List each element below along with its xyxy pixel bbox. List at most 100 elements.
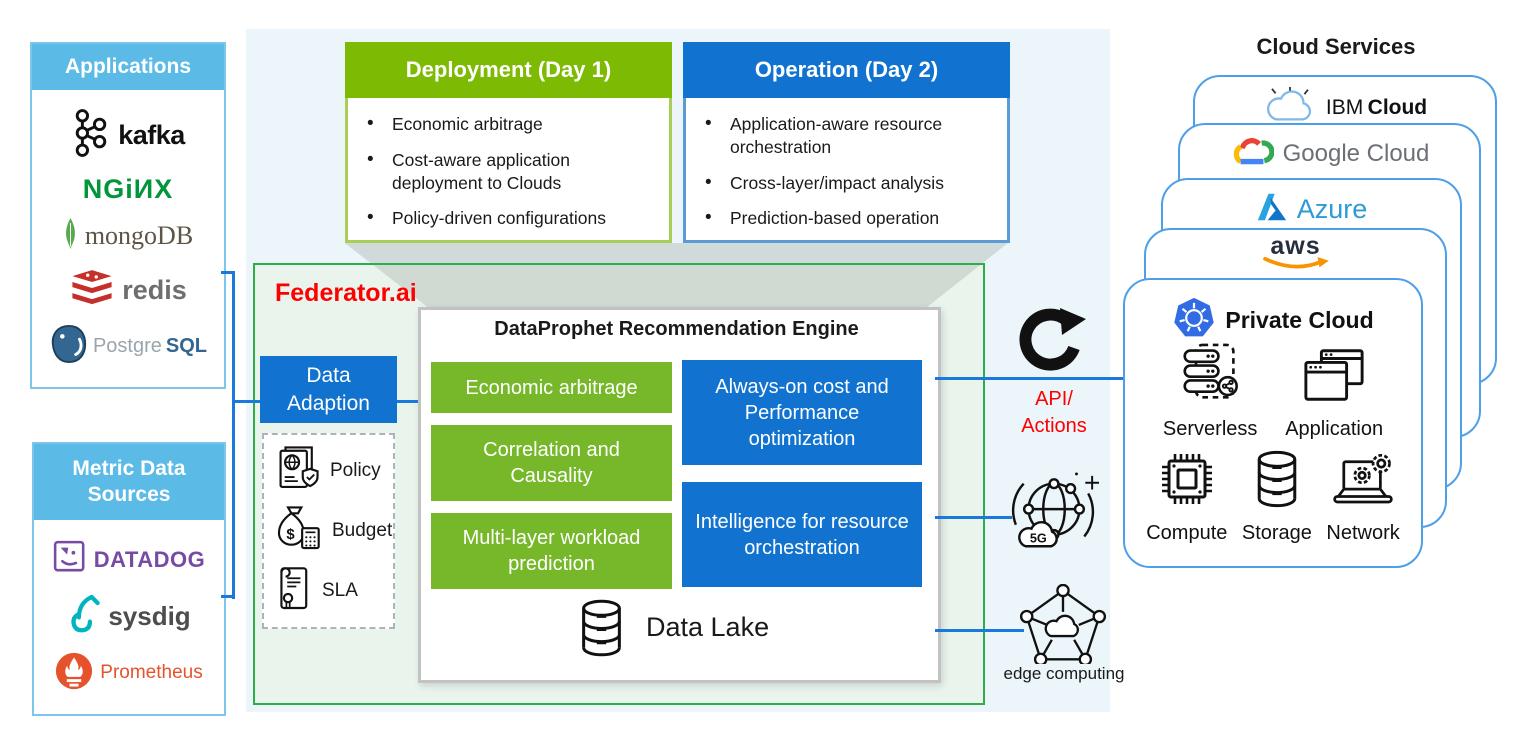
- operation-bullets: Application-aware resource orchestration…: [683, 98, 1010, 243]
- google-cloud-icon: [1230, 135, 1275, 172]
- applications-connector: [221, 271, 235, 274]
- network-item: Network: [1326, 452, 1400, 545]
- sla-icon: [274, 565, 312, 618]
- metric-sources-body: DATADOG sysdig Prometheus: [34, 520, 224, 714]
- private-cloud-row-2: Compute Storage Network: [1139, 450, 1407, 545]
- mongodb-logo: mongoDB: [63, 217, 193, 256]
- redis-logo: redis: [69, 268, 187, 313]
- network-icon: [1331, 452, 1395, 513]
- bullet-item: Policy-driven configurations: [354, 206, 661, 230]
- serverless-icon: [1181, 342, 1239, 409]
- module-economic-arbitrage: Economic arbitrage: [431, 362, 672, 413]
- bullet-item: Cost-aware application deployment to Clo…: [354, 148, 661, 195]
- module-workload-prediction: Multi-layer workload prediction: [431, 513, 672, 589]
- budget-dollar: $: [286, 526, 295, 542]
- bullet-item: Prediction-based operation: [692, 206, 999, 230]
- engine-title: DataProphet Recommendation Engine: [494, 318, 859, 340]
- policy-row: Policy: [264, 444, 393, 497]
- module-correlation-causality: Correlation and Causality: [431, 425, 672, 501]
- compute-label: Compute: [1146, 522, 1228, 544]
- fiveg-connector: [935, 516, 1012, 519]
- api-line1: API/: [1035, 388, 1073, 410]
- aws-swoosh-icon: [1262, 256, 1329, 276]
- budget-icon: $: [274, 505, 322, 558]
- deployment-box: Deployment (Day 1) Economic arbitrage Co…: [345, 42, 672, 243]
- private-cloud-card: Private Cloud Serverless Application Com…: [1123, 278, 1423, 568]
- storage-icon: [1253, 450, 1301, 513]
- five-g-network-icon: 5G: [1008, 470, 1100, 563]
- cloud-services-title: Cloud Services: [1256, 34, 1416, 59]
- deployment-header: Deployment (Day 1): [345, 42, 672, 98]
- aws-label: aws: [1270, 232, 1321, 260]
- five-g-label: 5G: [1030, 530, 1047, 545]
- ibm-cloud-icon: [1263, 85, 1317, 130]
- nginx-label: NGiИX: [82, 174, 174, 205]
- operation-header: Operation (Day 2): [683, 42, 1010, 98]
- applications-header: Applications: [32, 44, 224, 90]
- adaption-right-connector: [397, 400, 418, 403]
- metric-sources-panel: Metric Data Sources DATADOG sysdig Prome…: [32, 442, 226, 716]
- api-connector: [935, 377, 1123, 380]
- google-cloud-logo: Google Cloud: [1180, 135, 1479, 172]
- federator-box-border: [253, 263, 985, 705]
- azure-logo: Azure: [1163, 192, 1460, 227]
- bullet-item: Economic arbitrage: [354, 112, 661, 136]
- kubernetes-icon: [1172, 296, 1216, 345]
- policy-label: Policy: [330, 459, 381, 481]
- postgresql-label-2: SQL: [165, 335, 208, 358]
- data-lake-icon: [578, 598, 625, 663]
- redis-label: redis: [122, 274, 187, 305]
- metric-connector: [221, 595, 235, 598]
- private-cloud-label: Private Cloud: [1225, 307, 1374, 333]
- left-bus-line: [232, 272, 235, 599]
- data-lake-label: Data Lake: [646, 612, 770, 642]
- serverless-label: Serverless: [1162, 418, 1258, 440]
- prometheus-label: Prometheus: [100, 662, 203, 684]
- serverless-item: Serverless: [1163, 342, 1257, 441]
- aws-logo: aws: [1146, 232, 1445, 276]
- private-cloud-header: Private Cloud: [1125, 296, 1421, 345]
- ibm-label: IBM: [1325, 95, 1364, 119]
- sla-label: SLA: [322, 580, 358, 602]
- budget-row: $ Budget: [264, 505, 393, 558]
- budget-label: Budget: [332, 520, 393, 541]
- kafka-icon: [71, 108, 111, 163]
- compute-icon: [1158, 450, 1216, 513]
- adaption-left-connector: [235, 400, 260, 403]
- datadog-logo: DATADOG: [53, 539, 205, 580]
- datadog-label: DATADOG: [93, 546, 206, 572]
- sla-row: SLA: [264, 565, 393, 618]
- storage-item: Storage: [1242, 450, 1312, 545]
- storage-label: Storage: [1241, 522, 1312, 544]
- funnel-shape: [344, 243, 1008, 309]
- datadog-icon: [53, 539, 87, 580]
- mongodb-label: mongoDB: [84, 221, 194, 251]
- operation-box: Operation (Day 2) Application-aware reso…: [683, 42, 1010, 243]
- refresh-icon: [1014, 308, 1090, 379]
- postgresql-elephant-icon: [49, 324, 89, 369]
- network-label: Network: [1326, 522, 1400, 544]
- compute-item: Compute: [1146, 450, 1227, 545]
- application-item: Application: [1285, 346, 1383, 441]
- azure-icon: [1256, 192, 1288, 227]
- policy-inputs-box: Policy $ Budget SLA: [262, 433, 395, 629]
- application-icon: [1302, 346, 1366, 409]
- policy-icon: [274, 444, 320, 497]
- api-actions-label: API/ Actions: [1008, 386, 1100, 440]
- module-cost-performance: Always-on cost and Performance optimizat…: [682, 360, 922, 465]
- data-adaption-box: Data Adaption: [260, 356, 397, 423]
- module-resource-orchestration: Intelligence for resource orchestration: [682, 482, 922, 587]
- applications-panel: Applications kafka NGiИX mongoDB redis P…: [30, 42, 226, 389]
- sysdig-icon: [67, 594, 101, 639]
- edge-computing-icon: [1019, 583, 1107, 669]
- edge-connector: [935, 629, 1024, 632]
- kafka-logo: kafka: [71, 108, 185, 163]
- deployment-bullets: Economic arbitrage Cost-aware applicatio…: [345, 98, 672, 243]
- application-label: Application: [1285, 418, 1384, 440]
- postgresql-label-1: Postgre: [92, 335, 162, 358]
- nginx-logo: NGiИX: [83, 174, 173, 205]
- private-cloud-row-1: Serverless Application: [1149, 342, 1397, 441]
